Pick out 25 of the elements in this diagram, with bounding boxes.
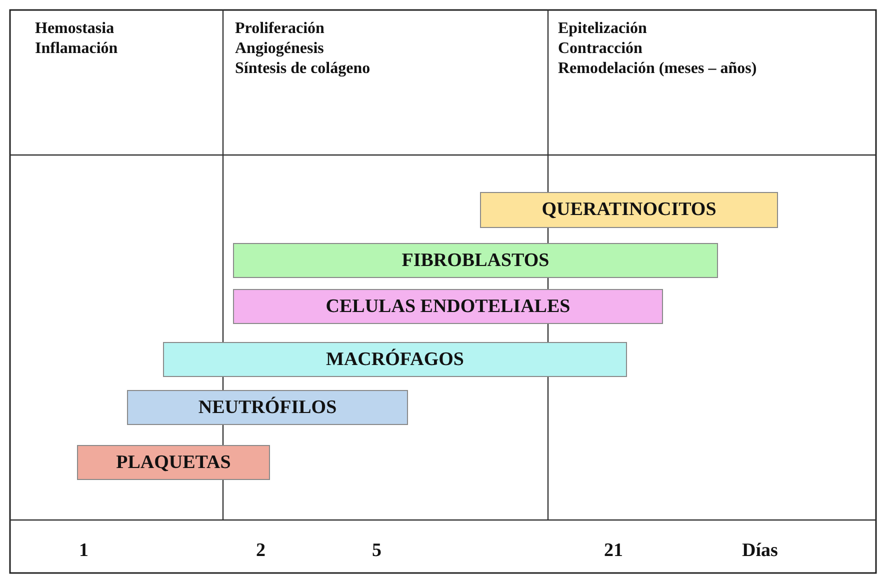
cell-bar	[77, 445, 270, 480]
phase-label: Epitelización	[558, 20, 647, 38]
phase-label: Hemostasia	[35, 20, 114, 38]
cell-bar	[233, 289, 663, 324]
phase-label: Síntesis de colágeno	[235, 60, 370, 78]
phase-label: Angiogénesis	[235, 40, 324, 58]
day-label: 21	[604, 540, 623, 562]
cell-bar	[127, 390, 408, 425]
cell-type-label: CELULAS ENDOTELIALES	[326, 296, 570, 318]
cell-type-label: PLAQUETAS	[116, 452, 231, 474]
cell-type-label: MACRÓFAGOS	[326, 348, 464, 370]
phase-label: Contracción	[558, 40, 642, 58]
day-label: 2	[256, 540, 266, 562]
day-label: 1	[79, 540, 88, 562]
day-label: 5	[372, 540, 382, 562]
phase-label: Inflamación	[35, 40, 118, 58]
day-label: Días	[742, 540, 778, 562]
cell-type-label: FIBROBLASTOS	[402, 250, 550, 272]
phase-label: Remodelación (meses – años)	[558, 60, 757, 78]
cell-type-label: NEUTRÓFILOS	[198, 396, 337, 418]
phase-label: Proliferación	[235, 20, 324, 38]
cell-type-label: QUERATINOCITOS	[542, 199, 716, 221]
cell-bar	[480, 192, 778, 228]
cell-bar	[233, 243, 718, 278]
cell-bar	[163, 342, 627, 377]
